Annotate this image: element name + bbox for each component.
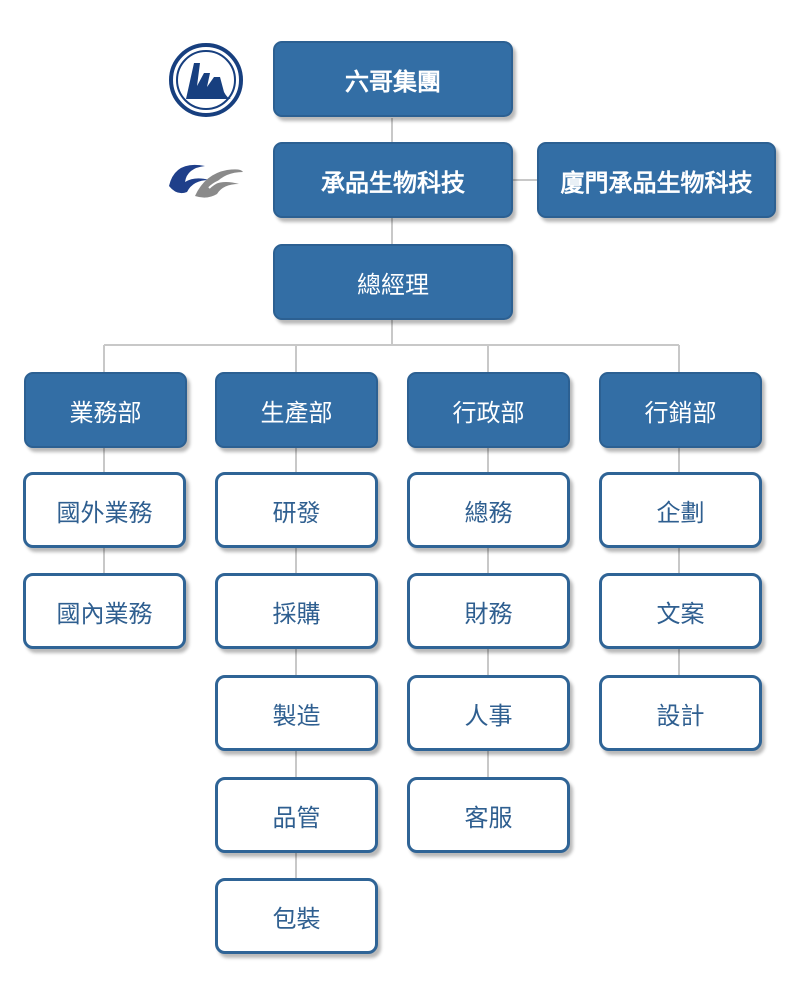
unit-label: 人事: [464, 701, 513, 730]
unit-label: 包裝: [272, 904, 321, 933]
department-box-administration: 行政部: [407, 372, 570, 448]
unit-box-packaging: 包裝: [215, 878, 378, 954]
general-manager-box: 總經理: [273, 244, 513, 320]
unit-label: 品管: [272, 803, 321, 832]
mountain-logo-icon: [167, 41, 245, 119]
unit-box-human-resources: 人事: [407, 675, 570, 751]
unit-box-planning: 企劃: [599, 472, 762, 548]
company-label: 承品生物科技: [321, 168, 465, 197]
department-box-production: 生產部: [215, 372, 378, 448]
unit-label: 製造: [272, 701, 321, 730]
unit-box-quality-control: 品管: [215, 777, 378, 853]
unit-box-rnd: 研發: [215, 472, 378, 548]
unit-label: 財務: [464, 599, 513, 628]
department-box-marketing: 行銷部: [599, 372, 762, 448]
unit-label: 採購: [272, 599, 321, 628]
department-label: 行銷部: [644, 398, 717, 427]
unit-box-purchasing: 採購: [215, 573, 378, 649]
department-box-sales: 業務部: [24, 372, 187, 448]
subsidiary-label: 廈門承品生物科技: [560, 168, 753, 197]
unit-label: 文案: [656, 599, 705, 628]
unit-box-design: 設計: [599, 675, 762, 751]
group-label: 六哥集團: [345, 67, 441, 96]
general-manager-label: 總經理: [357, 270, 429, 299]
unit-box-foreign-sales: 國外業務: [23, 472, 186, 548]
unit-box-customer-service: 客服: [407, 777, 570, 853]
unit-label: 設計: [656, 701, 705, 730]
unit-box-finance: 財務: [407, 573, 570, 649]
department-label: 業務部: [69, 398, 142, 427]
unit-label: 研發: [272, 498, 321, 527]
subsidiary-box: 廈門承品生物科技: [537, 142, 776, 218]
unit-box-manufacturing: 製造: [215, 675, 378, 751]
unit-label: 客服: [464, 803, 513, 832]
unit-label: 國外業務: [56, 498, 153, 527]
group-box: 六哥集團: [273, 41, 513, 117]
company-box: 承品生物科技: [273, 142, 513, 218]
unit-box-general-affairs: 總務: [407, 472, 570, 548]
unit-box-domestic-sales: 國內業務: [23, 573, 186, 649]
unit-label: 總務: [464, 498, 513, 527]
department-label: 生產部: [260, 398, 333, 427]
unit-label: 國內業務: [56, 599, 153, 628]
department-label: 行政部: [452, 398, 525, 427]
wave-logo-icon: [165, 152, 245, 204]
unit-label: 企劃: [656, 498, 705, 527]
unit-box-copywriting: 文案: [599, 573, 762, 649]
